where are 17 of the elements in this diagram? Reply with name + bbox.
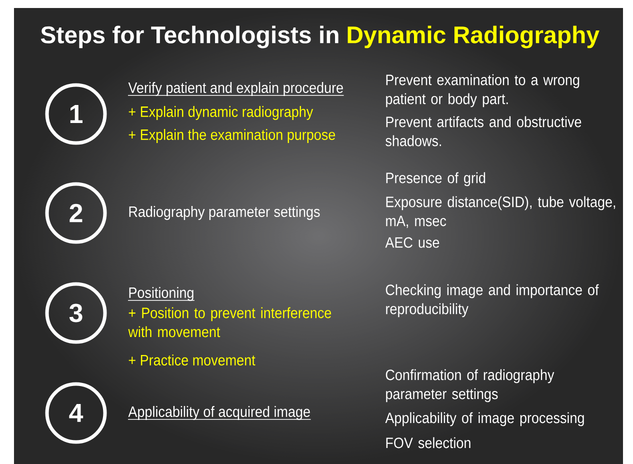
sub-item: + Explain dynamic radiography — [128, 106, 314, 120]
step-heading: Verify patient and explain procedure — [128, 82, 344, 96]
note-text: Applicability of image processing — [385, 412, 584, 426]
step-heading: Positioning — [128, 287, 195, 301]
note-text: Presence of grid — [386, 172, 486, 186]
note-text: FOV selection — [386, 437, 470, 448]
note-text: AEC use — [385, 237, 440, 248]
step-heading: Applicability of acquired image — [128, 406, 312, 420]
note-text: Confirmation of radiography parameter settings — [386, 369, 554, 402]
note-text: Prevent artifacts and obstructive shadows. — [386, 116, 582, 146]
sub-item: + Practice movement — [128, 354, 256, 366]
title: Steps for Technologists in — [40, 26, 338, 48]
title-highlight: Dynamic Radiography — [348, 26, 600, 48]
note-text: Checking image and importance of reproducibility — [386, 284, 599, 318]
note-text: Prevent examination to a wrong patient or body part. — [386, 74, 580, 108]
sub-item: + Explain the examination purpose — [128, 129, 336, 143]
note-text: Exposure distance(SID), tube voltage, mA, msec — [386, 196, 616, 228]
